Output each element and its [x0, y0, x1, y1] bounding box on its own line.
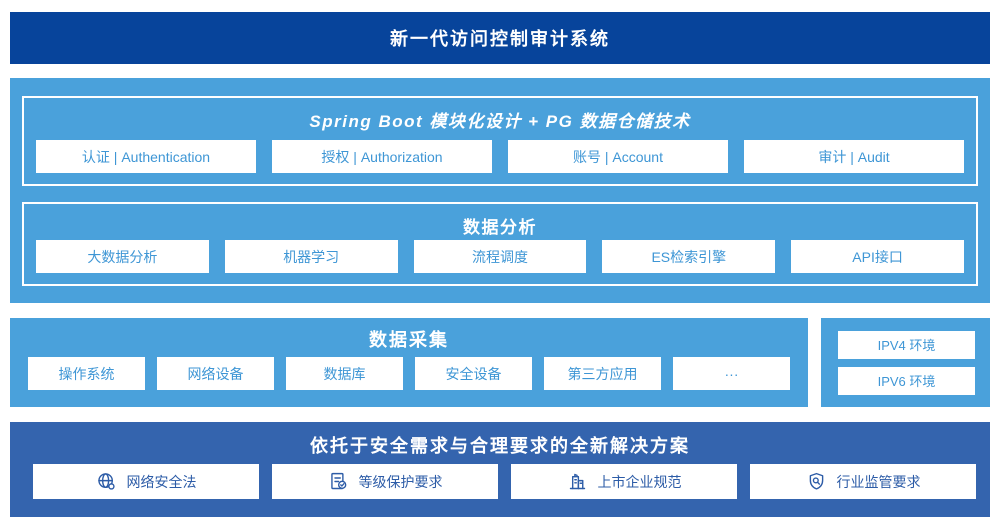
solution-chip-label: 上市企业规范 [597, 473, 682, 490]
network-environments-panel: IPV4 环境 IPV6 环境 [821, 318, 990, 407]
collection-chip: 第三方应用 [544, 357, 661, 390]
analysis-chip: ES检索引擎 [602, 240, 776, 273]
module-chip: 认证 | Authentication [36, 140, 256, 173]
collection-chip: 数据库 [286, 357, 403, 390]
building-icon [567, 471, 588, 492]
collection-chip: ··· [673, 357, 790, 390]
solution-chip: 网络安全法 [33, 464, 259, 499]
analysis-chip: 流程调度 [413, 240, 587, 273]
title-banner: 新一代访问控制审计系统 [10, 12, 990, 64]
collection-chip: 网络设备 [157, 357, 274, 390]
solution-chip-label: 网络安全法 [126, 473, 197, 490]
analysis-chip-row: 大数据分析 机器学习 流程调度 ES检索引擎 API接口 [36, 240, 964, 273]
solution-chip: 上市企业规范 [511, 464, 737, 499]
document-check-icon [328, 471, 349, 492]
analysis-chip: 机器学习 [224, 240, 398, 273]
analysis-chip: 大数据分析 [36, 240, 209, 273]
modules-chip-row: 认证 | Authentication 授权 | Authorization 账… [36, 140, 964, 173]
collection-section: 数据采集 操作系统 网络设备 数据库 安全设备 第三方应用 ··· [10, 318, 808, 407]
collection-title: 数据采集 [369, 330, 449, 350]
analysis-title: 数据分析 [463, 218, 537, 237]
modules-subsection: Spring Boot 模块化设计 + PG 数据仓储技术 认证 | Authe… [22, 96, 978, 186]
module-chip: 账号 | Account [508, 140, 728, 173]
collection-chip: 操作系统 [28, 357, 145, 390]
shield-search-icon [806, 471, 827, 492]
globe-icon [96, 471, 117, 492]
solution-title: 依托于安全需求与合理要求的全新解决方案 [310, 436, 690, 456]
solution-chip-label: 等级保护要求 [358, 473, 443, 490]
solution-chip: 等级保护要求 [272, 464, 498, 499]
collection-chip: 安全设备 [415, 357, 532, 390]
platform-section: Spring Boot 模块化设计 + PG 数据仓储技术 认证 | Authe… [10, 78, 990, 303]
analysis-chip: API接口 [791, 240, 964, 273]
module-chip: 授权 | Authorization [272, 140, 492, 173]
module-chip: 审计 | Audit [744, 140, 964, 173]
modules-title: Spring Boot 模块化设计 + PG 数据仓储技术 [309, 112, 691, 131]
solution-chip: 行业监管要求 [750, 464, 976, 499]
collection-chip-row: 操作系统 网络设备 数据库 安全设备 第三方应用 ··· [28, 357, 790, 390]
network-environment-chip: IPV4 环境 [838, 330, 975, 359]
solution-chip-row: 网络安全法 等级保护要求 上市企业规范 行业监管要求 [33, 464, 976, 499]
solution-section: 依托于安全需求与合理要求的全新解决方案 网络安全法 等级保护要求 上市企业规范 [10, 422, 990, 517]
page-title: 新一代访问控制审计系统 [390, 29, 610, 49]
analysis-subsection: 数据分析 大数据分析 机器学习 流程调度 ES检索引擎 API接口 [22, 202, 978, 286]
network-environment-chip: IPV6 环境 [838, 366, 975, 395]
solution-chip-label: 行业监管要求 [836, 473, 921, 490]
